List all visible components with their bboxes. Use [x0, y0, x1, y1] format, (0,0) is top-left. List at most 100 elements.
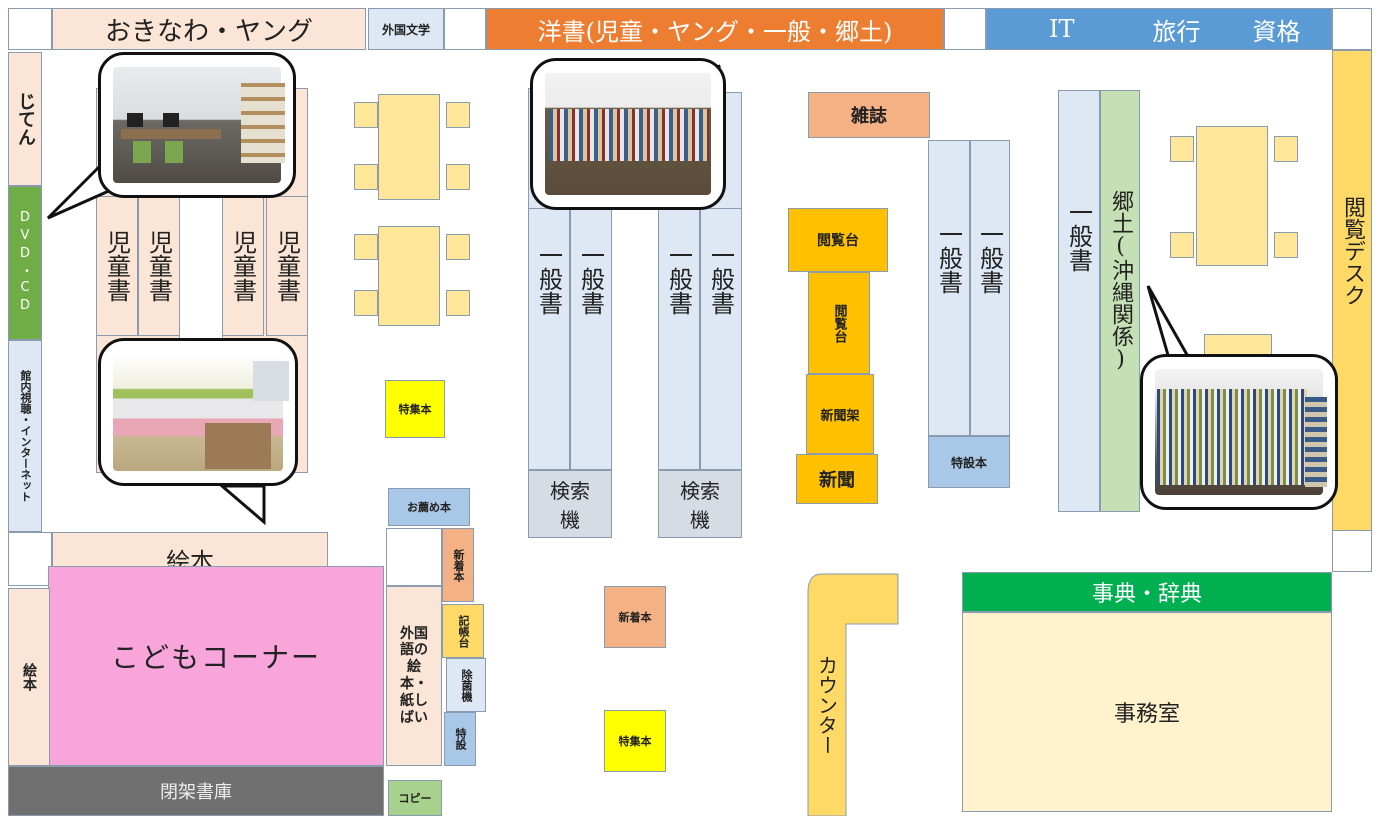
- window: [253, 361, 289, 401]
- chair: [1274, 232, 1298, 258]
- closed-stacks: 閉架書庫: [8, 766, 384, 816]
- local-okinawa-label: 郷土(沖縄関係): [1108, 190, 1133, 372]
- disinfector: 除菌機: [446, 658, 486, 712]
- kids-corner-label-wrap: こどもコーナー: [48, 586, 384, 766]
- dvd-cd-label: DVD・CD: [17, 210, 33, 316]
- reading-table-label: 閲覧台: [817, 233, 859, 249]
- general-books-shelf-3: 一般書: [658, 208, 700, 470]
- general-books-label-1: 一般書: [534, 243, 563, 315]
- bookshelf-wall: [1157, 389, 1307, 485]
- children-books-shelf-4: 児童書: [266, 196, 308, 336]
- picture-books-side-label: 絵本: [21, 663, 37, 691]
- bookshelf-row: [549, 109, 709, 161]
- okinawa-young-label: おきなわ・ヤング: [104, 16, 313, 47]
- monitor: [163, 113, 179, 127]
- general-books-shelf-5: 一般書: [928, 140, 970, 436]
- computer-area-photo[interactable]: [98, 52, 296, 198]
- special-feature-books: 特集本: [385, 380, 445, 438]
- children-books-shelf-3: 児童書: [222, 196, 264, 336]
- reading-table-2: [378, 226, 440, 326]
- general-books-label-3: 一般書: [664, 243, 693, 315]
- children-books-label-4: 児童書: [272, 230, 301, 302]
- newspapers: 新聞: [796, 454, 878, 504]
- general-books-shelf-4: 一般書: [700, 208, 742, 470]
- general-books-label-4: 一般書: [706, 243, 735, 315]
- newspaper-rack-label: 新聞架: [820, 408, 860, 424]
- office-room: 事務室: [962, 612, 1332, 812]
- local-books-photo[interactable]: [1140, 354, 1338, 510]
- chair: [446, 164, 470, 190]
- chair: [1170, 136, 1194, 162]
- newspaper-rack: 新聞架: [806, 374, 874, 454]
- reading-table-3: [1196, 126, 1268, 266]
- dvd-cd-shelf: DVD・CD: [8, 186, 42, 340]
- chair: [446, 290, 470, 316]
- recommended-books: お薦め本: [388, 488, 470, 526]
- it-travel-qualifications-shelf: IT 旅行 資格: [986, 8, 1332, 50]
- general-books-shelf-7: 一般書: [1058, 90, 1100, 512]
- corner-square-top-left: [8, 8, 52, 50]
- general-books-label-2: 一般書: [576, 243, 605, 315]
- general-books-label-7: 一般書: [1064, 200, 1093, 272]
- kids-corner-label: こどもコーナー: [110, 641, 321, 674]
- western-books-photo[interactable]: [530, 58, 726, 210]
- chair: [1170, 232, 1194, 258]
- search-terminal-label-2: 検索機: [680, 479, 720, 532]
- corner-square-top-right: [1332, 8, 1372, 50]
- av-internet-area: 館内視聴・インターネット: [8, 340, 42, 532]
- reading-desk: 閲覧デスク: [1332, 50, 1372, 532]
- closed-stacks-label: 閉架書庫: [160, 782, 232, 803]
- corner-square-bottom-left: [8, 532, 52, 586]
- wooden-shelf: [205, 423, 271, 469]
- counter-label: カウンター: [814, 655, 839, 755]
- reading-table-vertical: 閲覧台: [808, 272, 870, 374]
- foreign-literature-label: 外国文学: [381, 22, 430, 37]
- monitor: [127, 113, 143, 127]
- new-arrivals-label: 新着本: [618, 611, 652, 624]
- recommended-label: お薦め本: [407, 501, 451, 514]
- encyclopedias-shelf: 事典・辞典: [962, 572, 1332, 612]
- reading-desk-label: 閲覧デスク: [1340, 196, 1365, 306]
- chair: [133, 141, 151, 163]
- new-arrivals-small-label: 新着本: [452, 548, 465, 582]
- magazines-shelf: 雑誌: [808, 92, 930, 138]
- corner-square-top-3: [944, 8, 986, 50]
- foreign-picture-books: 外国語の絵本・紙しばい: [386, 586, 442, 766]
- kids-room-image: [113, 353, 289, 471]
- chair: [446, 234, 470, 260]
- special-small-label: 特設: [454, 728, 467, 750]
- special-feature-books-bottom: 特集本: [604, 710, 666, 772]
- register-desk-label: 記帳台: [457, 614, 470, 648]
- register-desk: 記帳台: [442, 604, 484, 658]
- reading-table-horizontal: 閲覧台: [788, 208, 888, 272]
- chair: [354, 234, 378, 260]
- counter: カウンター: [808, 630, 846, 780]
- desk: [121, 129, 221, 139]
- local-books-image: [1155, 369, 1327, 495]
- office-label: 事務室: [1113, 702, 1180, 727]
- copy-label: コピー: [398, 792, 432, 805]
- empty-shelf: [386, 528, 442, 586]
- chair: [354, 164, 378, 190]
- disinfector-label: 除菌機: [460, 668, 473, 702]
- bookshelf: [241, 83, 285, 163]
- general-books-label-6: 一般書: [975, 222, 1004, 294]
- dictionary-label: じてん: [15, 92, 36, 146]
- copy-machine: コピー: [388, 780, 442, 816]
- travel-label: 旅行: [1152, 17, 1201, 46]
- encyclopedias-label: 事典・辞典: [1091, 582, 1202, 607]
- reading-table-vertical-label: 閲覧台: [831, 303, 847, 343]
- chair: [354, 102, 378, 128]
- children-books-label-2: 児童書: [144, 230, 173, 302]
- newspapers-label: 新聞: [819, 470, 855, 491]
- foreign-literature-shelf: 外国文学: [368, 8, 444, 50]
- western-books-shelf: 洋書(児童・ヤング・一般・郷土): [486, 8, 944, 50]
- search-terminal-label-1: 検索機: [550, 479, 590, 532]
- kids-room-photo[interactable]: [98, 338, 298, 486]
- corner-square-right: [1332, 530, 1372, 572]
- special-feature-label: 特集本: [398, 403, 432, 416]
- qualifications-label: 資格: [1252, 17, 1301, 46]
- special-set-label: 特設本: [950, 455, 987, 470]
- special-set-books: 特設本: [928, 436, 1010, 488]
